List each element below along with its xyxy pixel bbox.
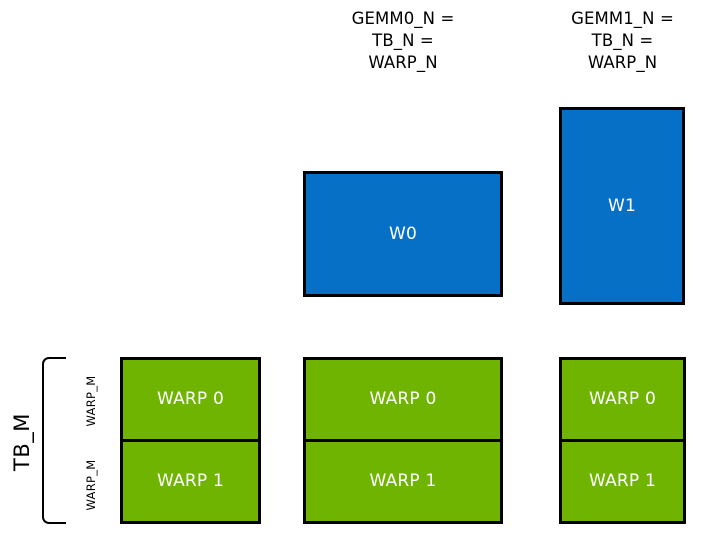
warp-cell: WARP 0 [303,357,503,442]
tb-m-bracket [42,357,66,524]
blue-block-w0-label: W0 [388,224,418,244]
warp-cell: WARP 1 [559,439,686,524]
column-header-gemm1: GEMM1_N = TB_N = WARP_N [571,9,674,72]
blue-block-w1: W1 [559,107,685,305]
warp-m-label-top: WARP_M [84,375,98,427]
warp-cell-label: WARP 0 [369,389,437,410]
tb-m-label: TB_M [10,413,34,471]
warp-cell-label: WARP 1 [157,471,224,492]
warp-column-1: WARP 0 WARP 1 [303,357,503,524]
warp-cell-label: WARP 1 [369,471,437,492]
blue-block-w0: W0 [303,171,503,297]
warp-cell: WARP 1 [303,439,503,524]
warp-cell-label: WARP 0 [589,389,656,410]
column-header-gemm0: GEMM0_N = TB_N = WARP_N [351,9,455,72]
warp-cell: WARP 0 [120,357,261,442]
warp-cell-label: WARP 0 [157,389,224,410]
warp-column-2: WARP 0 WARP 1 [559,357,686,524]
warp-column-0: WARP 0 WARP 1 [120,357,261,524]
warp-cell: WARP 1 [120,439,261,524]
warp-cell: WARP 0 [559,357,686,442]
blue-block-w1-label: W1 [607,196,637,216]
warp-m-label-bottom: WARP_M [84,459,98,511]
warp-cell-label: WARP 1 [589,471,656,492]
